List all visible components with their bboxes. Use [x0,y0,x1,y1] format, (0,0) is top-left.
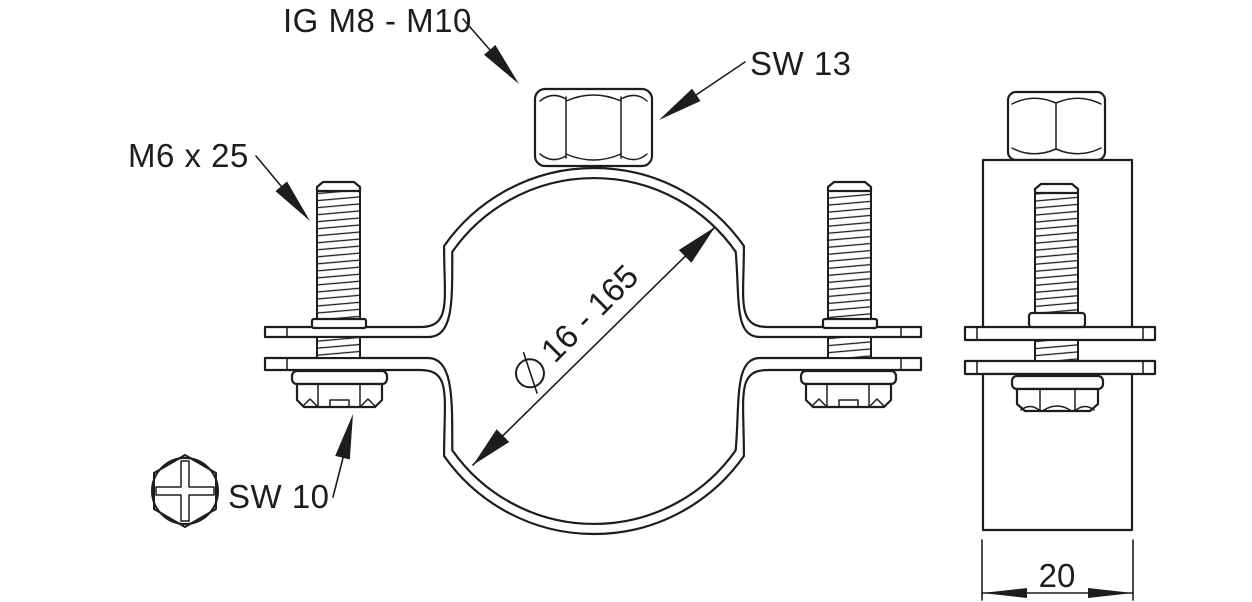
arrowhead-internal-thread [484,45,519,84]
width-arrowhead-left [982,588,1027,598]
left-screw-head [290,369,389,409]
leader-head-wrench-size [332,457,344,498]
clamp-upper-band [263,166,923,339]
band-width-text: 20 [1039,557,1076,594]
width-arrowhead-right [1088,588,1133,598]
arrowhead-head-wrench-size [335,414,353,460]
screw-head-icon [151,454,219,528]
clamp-lower-band [263,356,923,536]
diameter-dimension: 16 - 165 [472,226,716,466]
leader-internal-thread [462,18,491,51]
side-view: 20 [963,90,1157,601]
side-upper-flange [963,325,1157,342]
arrowhead-nut-wrench-size [659,88,701,120]
side-connection-nut [1006,90,1107,162]
band-width-dimension: 20 [981,539,1134,601]
front-view: 16 - 165 [263,87,923,536]
callout-internal-thread: IG M8 - M10 [283,2,472,39]
right-screw-head [799,369,898,409]
diameter-symbol-slash [522,351,538,394]
callouts: IG M8 - M10 SW 13 M6 x 25 SW 10 [128,2,852,528]
side-lower-flange [963,359,1157,376]
side-lower-band [981,372,1134,532]
dimension-arrowhead-lower [473,429,510,465]
callout-head-wrench-size: SW 10 [228,478,330,515]
callout-clamping-screw: M6 x 25 [128,137,249,174]
arrowhead-clamping-screw [275,181,310,221]
right-clamping-screw [799,180,898,409]
side-clamping-screw [1027,182,1087,362]
leader-clamping-screw [255,155,282,187]
connection-nut [533,87,654,168]
flange-end-caps [286,326,902,371]
left-clamping-screw [290,180,389,409]
dimension-arrowhead-upper [678,227,715,263]
callout-nut-wrench-size: SW 13 [750,45,852,82]
leader-nut-wrench-size [695,61,746,96]
diameter-symbol-icon [514,358,545,389]
side-screw-head [1010,374,1105,413]
cross-recess-icon [155,460,215,522]
side-flange-end-caps [976,326,1144,375]
